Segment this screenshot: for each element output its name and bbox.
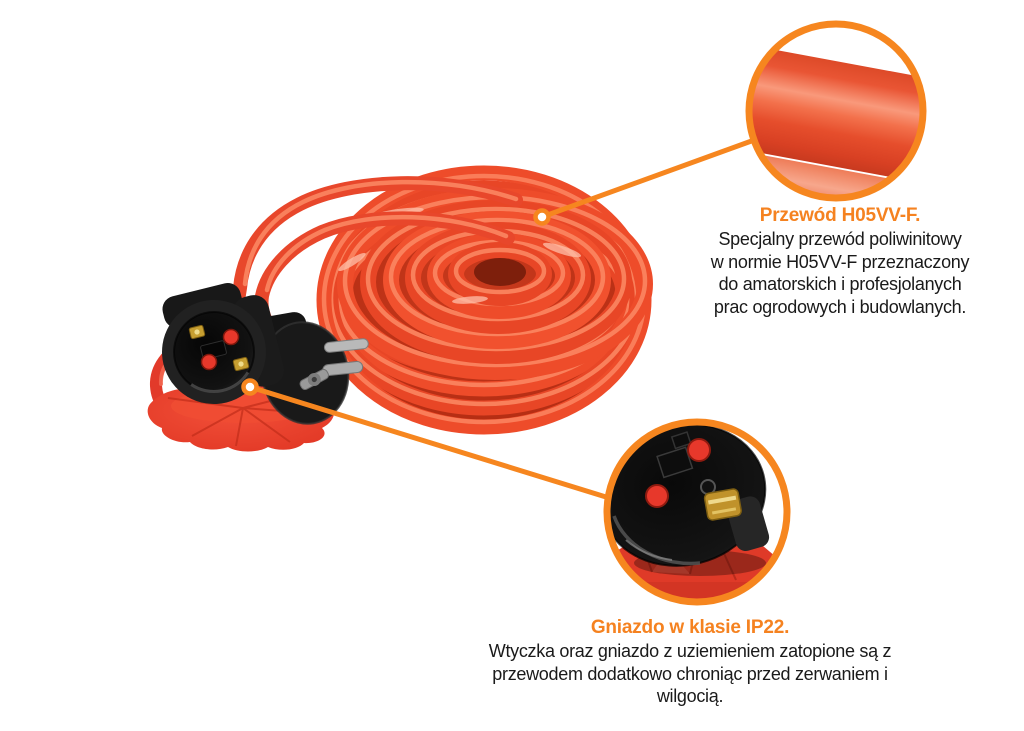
plug-wing-nut xyxy=(299,368,329,391)
callout-circle-cable xyxy=(745,20,927,202)
cable-callout-line: w normie H05VV-F przeznaczony xyxy=(710,251,970,272)
extension-socket xyxy=(162,282,285,404)
plug-pins xyxy=(322,338,369,377)
cable-callout-heading: Przewód H05VV-F. xyxy=(759,205,921,226)
cable-callout-line: prac ogrodowych i budowlanych. xyxy=(713,296,967,317)
marker-dot-socket xyxy=(241,378,259,396)
socket-pin-hole xyxy=(200,353,218,371)
socket-callout-heading: Gniazdo w klasie IP22. xyxy=(590,617,790,638)
callout-circle-socket xyxy=(603,418,791,606)
cable-callout-line: do amatorskich i profesjolanych xyxy=(718,274,962,294)
socket-callout-line: Wtyczka oraz gniazdo z uziemieniem zatop… xyxy=(488,641,892,661)
socket-pin-hole-closeup xyxy=(645,484,669,508)
socket-pin-hole-closeup xyxy=(687,438,711,462)
coil-center-hole xyxy=(474,258,526,286)
socket-callout-line: wilgocią. xyxy=(656,686,724,706)
socket-callout-line: przewodem dodatkowo chroniąc przed zerwa… xyxy=(492,663,888,684)
cable-coil xyxy=(316,165,653,435)
cable-callout-label: Przewód H05VV-F. Specjalny przewód poliw… xyxy=(694,203,986,318)
cable-callout-line: Specjalny przewód poliwinitowy xyxy=(718,229,962,249)
socket-callout-label: Gniazdo w klasie IP22. Wtyczka oraz gnia… xyxy=(424,615,956,708)
socket-earth-contact xyxy=(232,356,250,372)
socket-closeup xyxy=(610,425,784,599)
leader-line-cable xyxy=(541,136,758,220)
earth-contact-closeup xyxy=(703,488,742,521)
marker-dot-cable xyxy=(533,208,551,226)
socket-pin-hole xyxy=(222,328,240,346)
cable-closeup xyxy=(752,41,920,187)
socket-earth-contact xyxy=(188,324,206,340)
leader-line-socket xyxy=(249,384,607,500)
